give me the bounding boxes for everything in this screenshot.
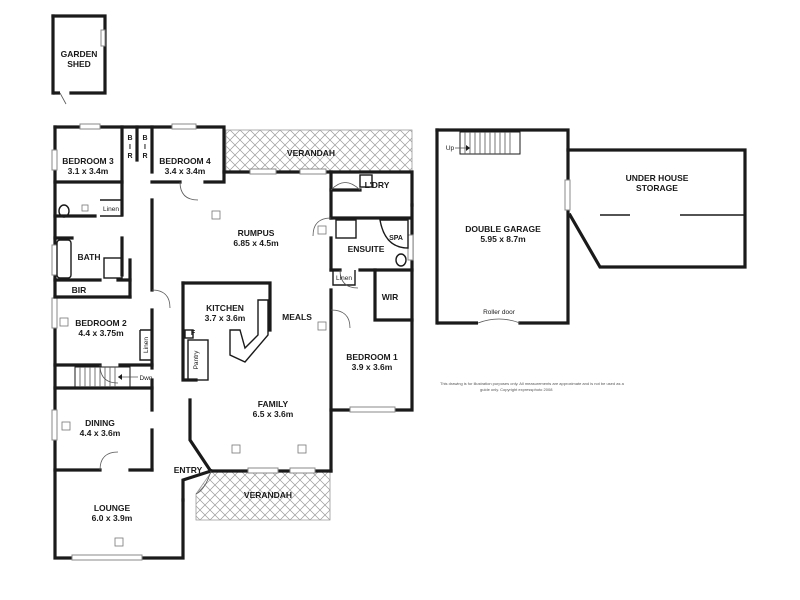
verandah-bottom-label: VERANDAH	[244, 490, 292, 500]
kitchen-bench	[184, 299, 269, 381]
light-fittings	[59, 204, 327, 547]
spa-tub	[379, 219, 409, 249]
family-name: FAMILY	[258, 399, 289, 409]
rumpus-name: RUMPUS	[238, 228, 275, 238]
double-garage-size: 5.95 x 8.7m	[480, 234, 526, 244]
bedroom3-size: 3.1 x 3.4m	[68, 166, 109, 176]
stairs-left	[74, 366, 138, 388]
verandah-top-label: VERANDAH	[287, 148, 335, 158]
windows	[51, 123, 414, 561]
bedroom4-size: 3.4 x 3.4m	[165, 166, 206, 176]
spa-label: SPA	[389, 235, 403, 242]
garden-shed-label-1: GARDEN	[61, 49, 98, 59]
laundry-tub	[359, 174, 373, 188]
garage-stairs-label: Up	[446, 145, 455, 152]
bir-b-3: R	[142, 153, 147, 160]
entry-label: ENTRY	[174, 465, 203, 475]
kitchen-name: KITCHEN	[206, 303, 244, 313]
bedroom2-size: 4.4 x 3.75m	[78, 328, 124, 338]
bedroom1-name: BEDROOM 1	[346, 352, 398, 362]
under-house-storage	[566, 148, 747, 269]
wir-label: WIR	[382, 292, 399, 302]
lounge-name: LOUNGE	[94, 503, 131, 513]
toilet-left	[58, 204, 70, 218]
bir-a-2: I	[129, 144, 131, 151]
bir-b-2: I	[144, 144, 146, 151]
lounge-size: 6.0 x 3.9m	[92, 513, 133, 523]
bath-label: BATH	[78, 252, 101, 262]
dining-size: 4.4 x 3.6m	[80, 428, 121, 438]
fridge-label: F	[191, 330, 196, 337]
garden-shed-label-2: SHED	[67, 59, 91, 69]
garden-shed	[51, 14, 107, 105]
bir-c-label: BIR	[72, 285, 87, 295]
double-garage-name: DOUBLE GARAGE	[465, 224, 541, 234]
kitchen-size: 3.7 x 3.6m	[205, 313, 246, 323]
interior-walls	[53, 125, 414, 473]
verandah-top-area	[225, 129, 413, 173]
laundry-label: L'DRY	[365, 180, 390, 190]
rumpus-size: 6.85 x 4.5m	[233, 238, 279, 248]
bedroom3-name: BEDROOM 3	[62, 156, 114, 166]
family-size: 6.5 x 3.6m	[253, 409, 294, 419]
disclaimer-line1: This drawing is for illustration purpose…	[440, 381, 625, 386]
bedroom1-size: 3.9 x 3.6m	[352, 362, 393, 372]
double-garage	[435, 128, 571, 325]
linen-left-label: Linen	[143, 337, 150, 353]
storage-label-1: UNDER HOUSE	[626, 173, 689, 183]
ensuite-shower	[335, 219, 357, 239]
ensuite-label: ENSUITE	[348, 244, 385, 254]
bedroom4-name: BEDROOM 4	[159, 156, 211, 166]
shower	[103, 257, 123, 279]
dining-name: DINING	[85, 418, 115, 428]
roller-door-label: Roller door	[483, 309, 516, 316]
stairs-label: Dwn	[139, 375, 152, 382]
linen-top-label: Linen	[103, 206, 119, 213]
bathtub	[56, 239, 72, 279]
toilet-ensuite	[395, 253, 407, 267]
bir-b-1: B	[142, 135, 147, 142]
meals-label: MEALS	[282, 312, 312, 322]
pantry-label: Pantry	[193, 350, 200, 370]
storage-label-2: STORAGE	[636, 183, 678, 193]
bedroom2-name: BEDROOM 2	[75, 318, 127, 328]
bir-a-3: R	[127, 153, 132, 160]
disclaimer-line2: guide only. Copyright expressphoto 2008	[480, 387, 553, 392]
linen-right-label: Linen	[336, 275, 352, 282]
bir-a-1: B	[127, 135, 132, 142]
